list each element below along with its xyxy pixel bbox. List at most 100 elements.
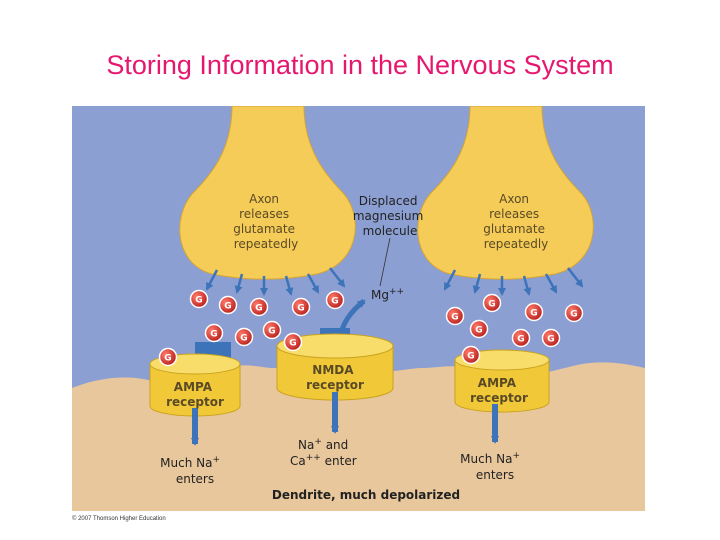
ampa-right-line: receptor [470, 391, 528, 405]
glutamate-circle [283, 332, 303, 352]
displaced-pointer-line [379, 237, 391, 287]
glutamate-molecule: G [218, 295, 238, 315]
ampa-label-right: AMPA receptor [470, 376, 528, 405]
glutamate-circle [204, 323, 224, 343]
glutamate-symbol: G [164, 354, 171, 364]
glutamate-molecule: G [262, 320, 282, 340]
copyright-notice: © 2007 Thomson Higher Education [72, 516, 166, 522]
glutamate-symbol: G [517, 335, 524, 345]
glutamate-circle [445, 306, 465, 326]
glutamate-circle [218, 295, 238, 315]
axon-label-left: Axon releases glutamate repeatedly [233, 192, 299, 251]
ampa-left-line: receptor [166, 395, 224, 409]
axon-label-right: Axon releases glutamate repeatedly [483, 192, 549, 251]
synapse-diagram: G G G G G G G G G G G G G G G G G G Axon releases glutama… [72, 106, 645, 511]
glutamate-molecule: G [189, 289, 209, 309]
ion-right-line2: enters [476, 468, 514, 482]
axon-right-line: repeatedly [484, 237, 549, 251]
glutamate-symbol: G [331, 297, 338, 307]
glutamate-symbol: G [268, 327, 275, 337]
glutamate-molecule: G [524, 302, 544, 322]
nmda-line: NMDA [312, 363, 354, 377]
release-arrows-right [443, 267, 584, 296]
glutamate-symbol: G [240, 334, 247, 344]
ion-left-line2: enters [176, 472, 214, 486]
axon-left-line: repeatedly [234, 237, 299, 251]
axon-right-line: Axon [499, 192, 529, 206]
ampa-right-line: AMPA [478, 376, 517, 390]
glutamate-symbol: G [255, 304, 262, 314]
glutamate-circle [158, 347, 178, 367]
glutamate-circle [325, 290, 345, 310]
ion-left-sup: + [212, 455, 220, 465]
glutamate-circle [249, 297, 269, 317]
glutamate-molecule: G [541, 328, 561, 348]
ampa-left-line: AMPA [174, 380, 213, 394]
glutamate-circle [482, 293, 502, 313]
ion-right-line1: Much Na [460, 452, 512, 466]
ion-mid-enter: enter [321, 454, 357, 468]
mg-symbol: Mg [371, 288, 389, 302]
glutamate-symbol: G [289, 339, 296, 349]
glutamate-circle [189, 289, 209, 309]
ion-mid-na-sup: + [314, 437, 322, 447]
mg-ion-label: Mg++ [371, 287, 404, 302]
axon-left-line: releases [239, 207, 289, 221]
glutamate-molecule: G [234, 327, 254, 347]
glutamate-circle [511, 328, 531, 348]
displaced-line: molecule [363, 224, 418, 238]
nmda-label: NMDA receptor [306, 363, 364, 392]
glutamate-molecule: G [511, 328, 531, 348]
glutamate-circle [262, 320, 282, 340]
glutamate-molecules: G G G G G G G G G G G G G G G G G G [158, 289, 584, 367]
ion-label-middle: Na+ and Ca++ enter [290, 437, 357, 468]
glutamate-molecule: G [291, 297, 311, 317]
nmda-line: receptor [306, 378, 364, 392]
axon-left-line: glutamate [233, 222, 295, 236]
glutamate-symbol: G [451, 313, 458, 323]
glutamate-symbol: G [210, 330, 217, 340]
ion-mid-ca: Ca [290, 454, 306, 468]
displaced-magnesium-label: Displaced magnesium molecule [353, 194, 427, 238]
slide-title: Storing Information in the Nervous Syste… [106, 50, 614, 80]
glutamate-symbol: G [488, 300, 495, 310]
glutamate-circle [461, 345, 481, 365]
ion-label-left: Much Na+ enters [160, 451, 224, 486]
glutamate-molecule: G [325, 290, 345, 310]
glutamate-symbol: G [475, 326, 482, 336]
glutamate-symbol: G [547, 335, 554, 345]
ion-mid-na: Na [298, 438, 314, 452]
axon-left-line: Axon [249, 192, 279, 206]
ampa-label-left: AMPA receptor [166, 380, 224, 409]
displaced-line: Displaced [359, 194, 418, 208]
glutamate-symbol: G [530, 309, 537, 319]
glutamate-symbol: G [224, 302, 231, 312]
glutamate-molecule: G [564, 303, 584, 323]
glutamate-symbol: G [195, 296, 202, 306]
glutamate-circle [234, 327, 254, 347]
ion-mid-ca-sup: ++ [306, 453, 321, 463]
glutamate-symbol: G [297, 304, 304, 314]
glutamate-circle [541, 328, 561, 348]
mg-charge: ++ [389, 287, 404, 297]
ion-right-sup: + [512, 451, 520, 461]
glutamate-molecule: G [204, 323, 224, 343]
nmda-receptor [276, 328, 394, 401]
ion-flow-arrows [191, 392, 499, 446]
glutamate-molecule: G [249, 297, 269, 317]
glutamate-molecule: G [469, 319, 489, 339]
release-arrows-left [205, 267, 346, 296]
dendrite-caption: Dendrite, much depolarized [272, 488, 460, 502]
glutamate-molecule: G [283, 332, 303, 352]
glutamate-molecule: G [445, 306, 465, 326]
ion-label-right: Much Na+ enters [460, 447, 524, 482]
glutamate-symbol: G [570, 310, 577, 320]
glutamate-molecule: G [158, 347, 178, 367]
axon-terminal-right [417, 106, 594, 280]
glutamate-circle [291, 297, 311, 317]
glutamate-symbol: G [467, 352, 474, 362]
displaced-line: magnesium [353, 209, 424, 223]
axon-right-line: glutamate [483, 222, 545, 236]
ion-left-line1: Much Na [160, 456, 212, 470]
axon-terminal-left [179, 106, 356, 280]
